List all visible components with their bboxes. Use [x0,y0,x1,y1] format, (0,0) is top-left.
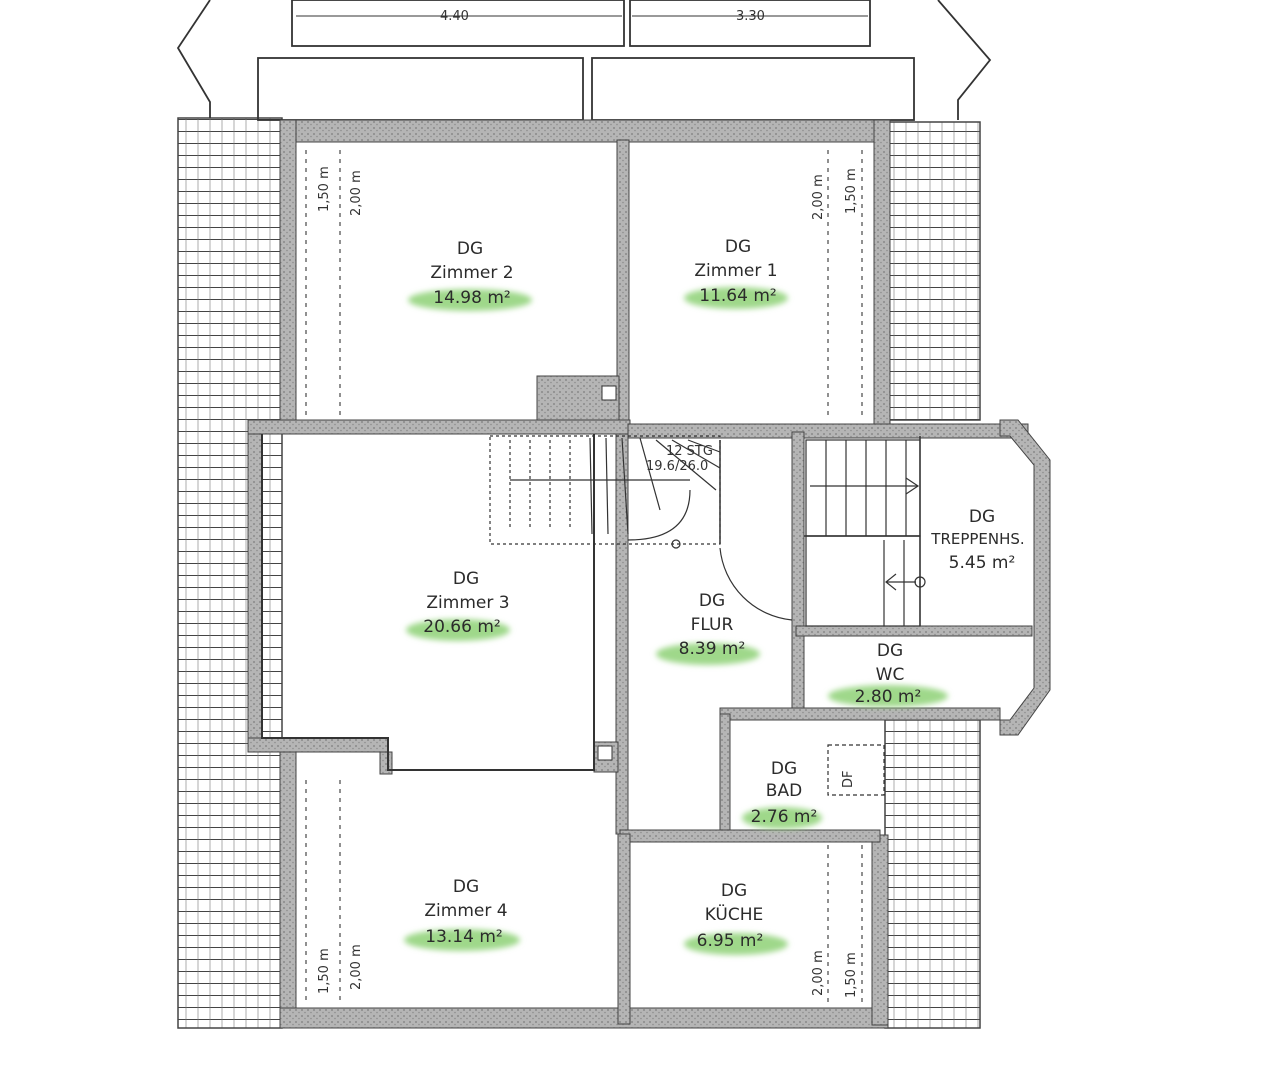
room-flur-area: 8.39 m² [679,639,746,659]
stairs-label-1: 12 STG [666,444,713,459]
roof-tiles-left [177,117,283,1029]
room-kueche-area: 6.95 m² [697,931,764,951]
stairs-label-2: 19.6/26.0 [646,459,708,474]
slope-lines [305,150,863,1004]
svg-text:2,00 m: 2,00 m [349,944,364,990]
height-labels: 1,50 m 2,00 m 2,00 m 1,50 m 1,50 m 2,00 … [317,166,859,998]
room-treppenhs-line1: DG [969,507,995,527]
svg-text:2,00 m: 2,00 m [349,170,364,216]
dim-top-right: 3.30 [736,9,765,24]
roof-tiles-right-upper [884,121,981,421]
room-flur-line1: DG [699,591,725,611]
svg-text:DF: DF [841,771,856,789]
roof-tiles [177,117,981,1029]
room-zimmer3-area: 20.66 m² [423,617,500,637]
room-labels: DG Zimmer 2 14.98 m² DG Zimmer 1 11.64 m… [423,237,1024,951]
svg-text:1,50 m: 1,50 m [844,952,859,998]
room-zimmer4-line2: Zimmer 4 [424,901,507,921]
room-zimmer2-line1: DG [457,239,483,259]
walls [247,119,1051,1029]
room-zimmer1-line2: Zimmer 1 [694,261,777,281]
room-wc-line2: WC [876,665,905,685]
room-zimmer1-area: 11.64 m² [699,286,776,306]
room-zimmer4-area: 13.14 m² [425,927,502,947]
door-swing-flur [719,547,793,621]
svg-text:2,00 m: 2,00 m [811,174,826,220]
room-zimmer3-line2: Zimmer 3 [426,593,509,613]
room-zimmer4-line1: DG [453,877,479,897]
room-flur-line2: FLUR [691,615,734,635]
treppenhaus-stairs [805,439,926,627]
roof-tiles-right-lower [884,719,981,1029]
room-wc-area: 2.80 m² [855,687,922,707]
room-bad-line2: BAD [766,781,802,801]
svg-text:2,00 m: 2,00 m [811,950,826,996]
room-zimmer3-line1: DG [453,569,479,589]
room-kueche-line2: KÜCHE [705,903,764,925]
top-dormer [176,0,992,121]
room-bad-area: 2.76 m² [751,807,818,827]
room-treppenhs-area: 5.45 m² [949,553,1016,573]
svg-text:1,50 m: 1,50 m [844,168,859,214]
room-kueche-line1: DG [721,881,747,901]
room-bad-line1: DG [771,759,797,779]
dim-top-left: 4.40 [440,9,469,24]
bad-fixture: DF [827,744,885,796]
partitions [719,436,921,626]
room-zimmer2-area: 14.98 m² [433,288,510,308]
svg-text:1,50 m: 1,50 m [317,166,332,212]
svg-text:1,50 m: 1,50 m [317,948,332,994]
area-highlights [404,287,948,955]
room-zimmer1-line1: DG [725,237,751,257]
room-zimmer2-line2: Zimmer 2 [430,263,513,283]
room-treppenhs-line2: TREPPENHS. [930,530,1024,548]
room-wc-line1: DG [877,641,903,661]
zimmer3-outline [261,434,595,771]
